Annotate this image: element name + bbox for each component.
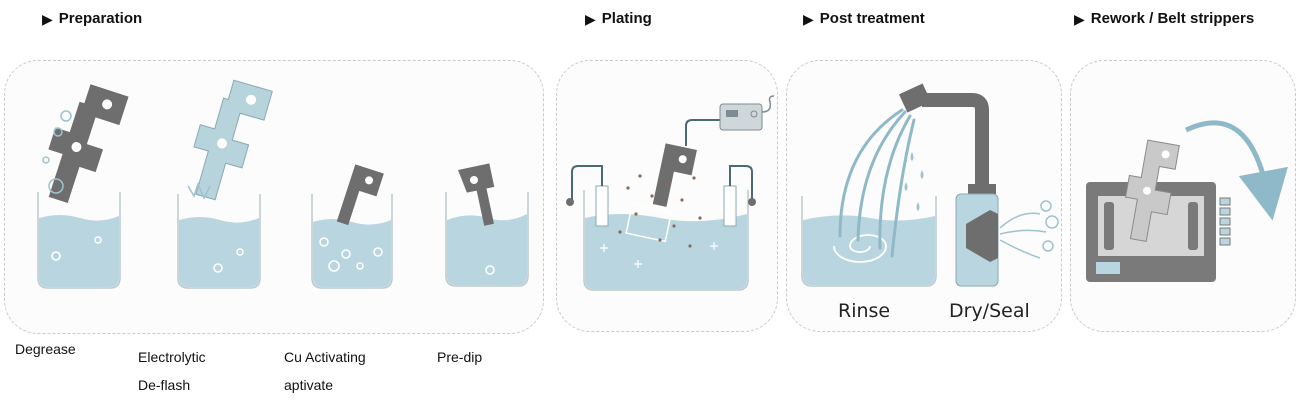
play-triangle-icon: ▶ — [585, 10, 596, 27]
step-label-pre-dip: Pre-dip — [437, 343, 482, 371]
dryer-fan-icon — [955, 193, 999, 287]
rinse-tank — [801, 196, 937, 287]
header-post-treatment: ▶ Post treatment — [803, 10, 925, 27]
lead-frame-part-icon — [336, 164, 384, 226]
rectifier-icon — [719, 95, 775, 131]
cu-activating-beaker — [311, 194, 393, 289]
degrease-beaker — [37, 192, 121, 289]
header-rework: ▶ Rework / Belt strippers — [1074, 10, 1254, 27]
section-title: Rework / Belt strippers — [1090, 10, 1255, 27]
lead-frame-part-icon — [1125, 139, 1180, 242]
header-preparation: ▶ Preparation — [42, 10, 142, 27]
step-label-line: Cu Activating — [284, 349, 366, 365]
step-label-degrease: Degrease — [15, 335, 76, 363]
step-label-line: De-flash — [138, 377, 191, 393]
play-triangle-icon: ▶ — [803, 10, 814, 27]
step-label-line: Pre-dip — [437, 349, 483, 365]
step-label-cu-activating: Cu Activating aptivate — [284, 343, 366, 399]
play-triangle-icon: ▶ — [42, 10, 53, 27]
section-title: Plating — [601, 10, 652, 27]
dry-seal-label: Dry/Seal — [949, 300, 1030, 322]
section-title: Post treatment — [819, 10, 925, 27]
lead-frame-part-icon — [458, 163, 495, 226]
rinse-label: Rinse — [838, 300, 891, 322]
lead-frame-part-icon — [193, 79, 273, 201]
deflash-beaker — [177, 194, 261, 289]
play-triangle-icon: ▶ — [1074, 10, 1085, 27]
step-label-line: aptivate — [284, 377, 334, 393]
header-plating: ▶ Plating — [585, 10, 652, 27]
step-label-line: Electrolytic — [138, 349, 206, 365]
spray-pipe-icon — [898, 83, 996, 194]
stripper-machine-icon — [1086, 182, 1231, 282]
lead-frame-part-icon — [625, 143, 697, 243]
section-title: Preparation — [58, 10, 143, 27]
lead-frame-part-icon — [48, 84, 129, 204]
curved-arrow-icon — [1184, 120, 1288, 221]
step-label-deflash: Electrolytic De-flash — [138, 343, 206, 399]
step-label-line: Degrease — [15, 341, 76, 357]
pre-dip-beaker — [445, 192, 529, 287]
